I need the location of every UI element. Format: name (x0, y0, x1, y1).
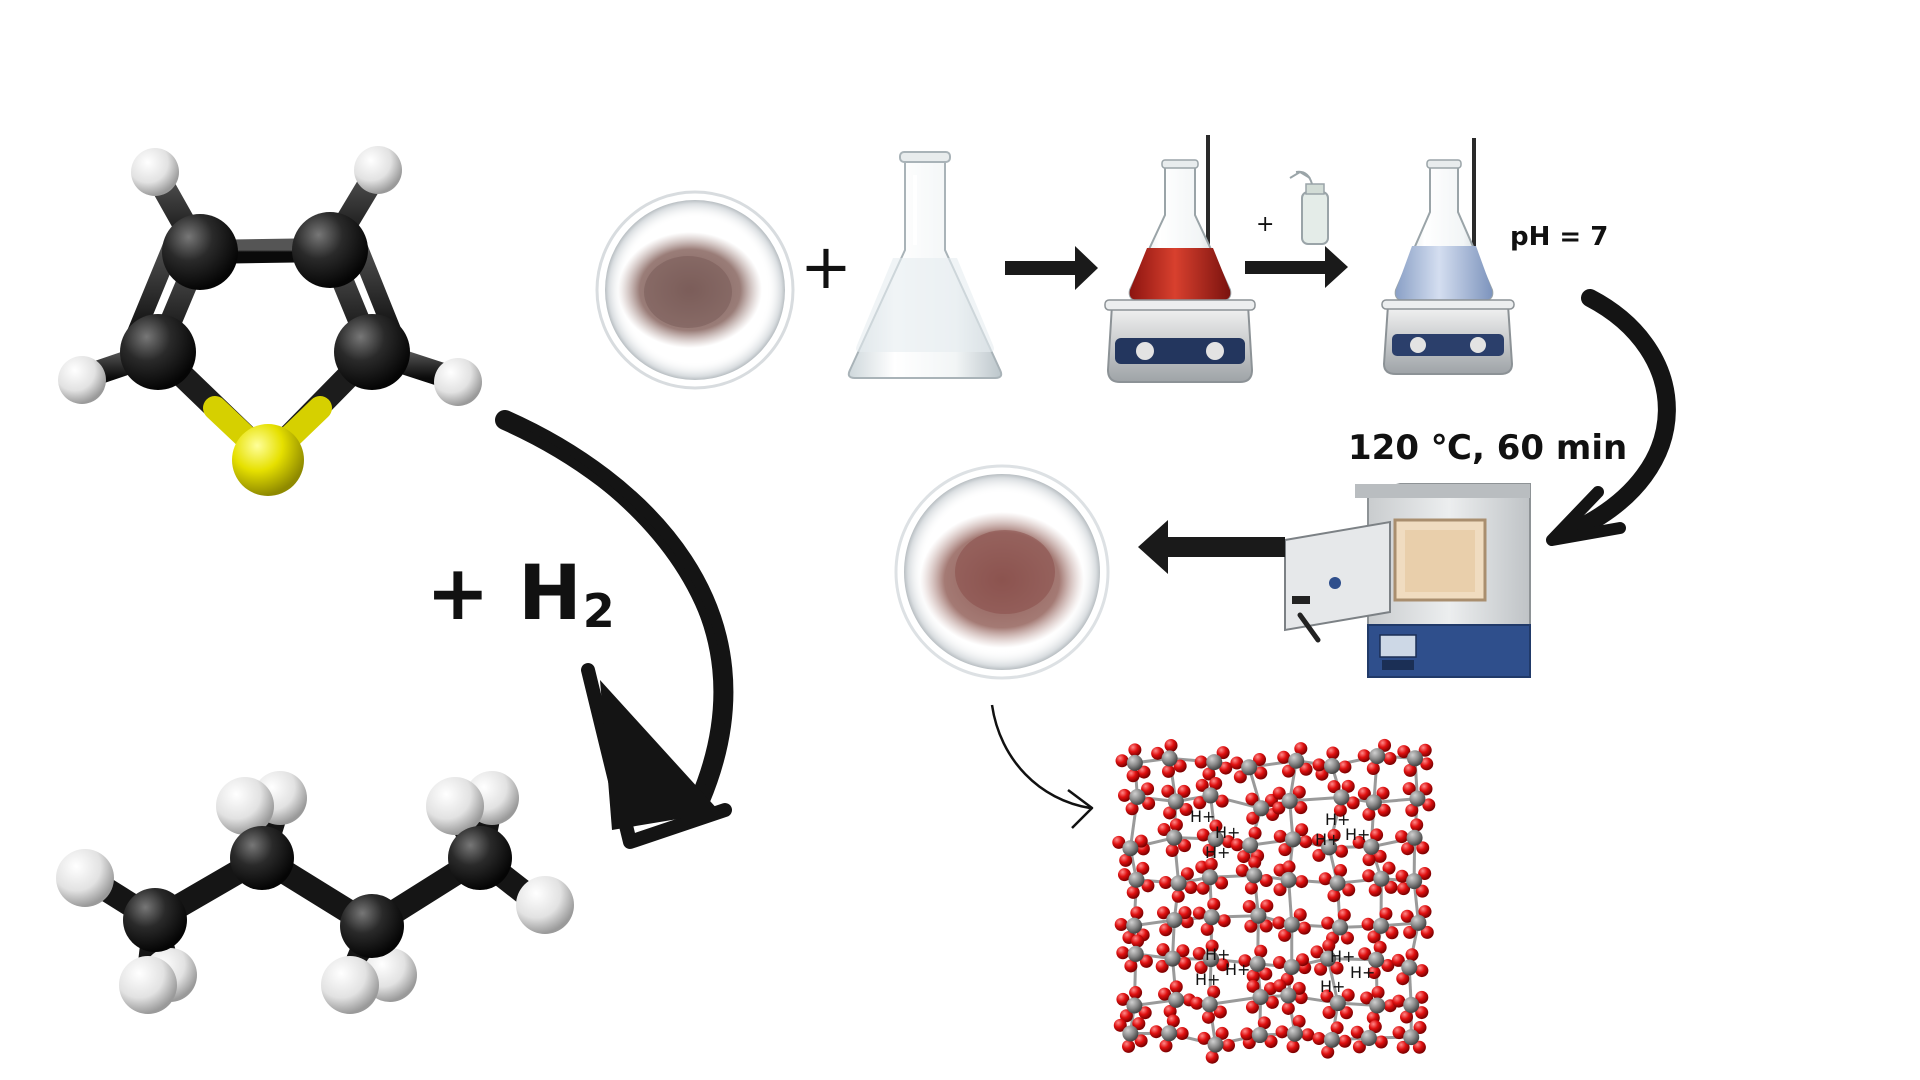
proton-label: H+ (1320, 977, 1345, 996)
arrow-right-1 (1005, 246, 1098, 290)
plus-sign-main: + (800, 230, 852, 303)
arrow-right-2 (1245, 246, 1348, 288)
proton-label: H+ (1205, 843, 1230, 862)
reaction-arrow (495, 410, 734, 849)
proton-label: H+ (1330, 947, 1355, 966)
erlenmeyer-flask (847, 151, 1003, 379)
hydrogen-subscript: 2 (582, 584, 616, 638)
muffle-furnace (1284, 483, 1531, 678)
proton-label: H+ (1190, 807, 1215, 826)
butane-molecule (56, 771, 574, 1014)
proton-label: H+ (1225, 960, 1250, 979)
proton-label: H+ (1315, 830, 1340, 849)
plus-sign-wash: + (1256, 212, 1275, 237)
ph-label: pH = 7 (1510, 222, 1609, 252)
calcination-condition-label: 120 ℃, 60 min (1348, 428, 1628, 468)
arrow-to-furnace (1546, 289, 1676, 546)
stirrer-blue-solution (1381, 138, 1515, 375)
petri-dish-catalyst (894, 464, 1110, 680)
hydrogen-label-text: + H (426, 548, 583, 637)
proton-label: H+ (1350, 963, 1375, 982)
proton-label: H+ (1195, 970, 1220, 989)
proton-label: H+ (1325, 810, 1350, 829)
proton-label: H+ (1345, 825, 1370, 844)
arrow-to-structure (990, 704, 1094, 829)
thiophene-molecule (58, 146, 482, 496)
proton-label: H+ (1205, 945, 1230, 964)
hydrogen-label: + H2 (426, 548, 616, 638)
zeolite-framework: H+H+H+H+H+H+H+H+H+H+H+H+ (1112, 738, 1436, 1064)
wash-bottle-icon (1289, 170, 1329, 245)
arrow-left (1138, 520, 1285, 574)
stirrer-red-solution (1104, 135, 1256, 383)
proton-label: H+ (1215, 823, 1240, 842)
petri-dish-precursor (595, 190, 795, 390)
